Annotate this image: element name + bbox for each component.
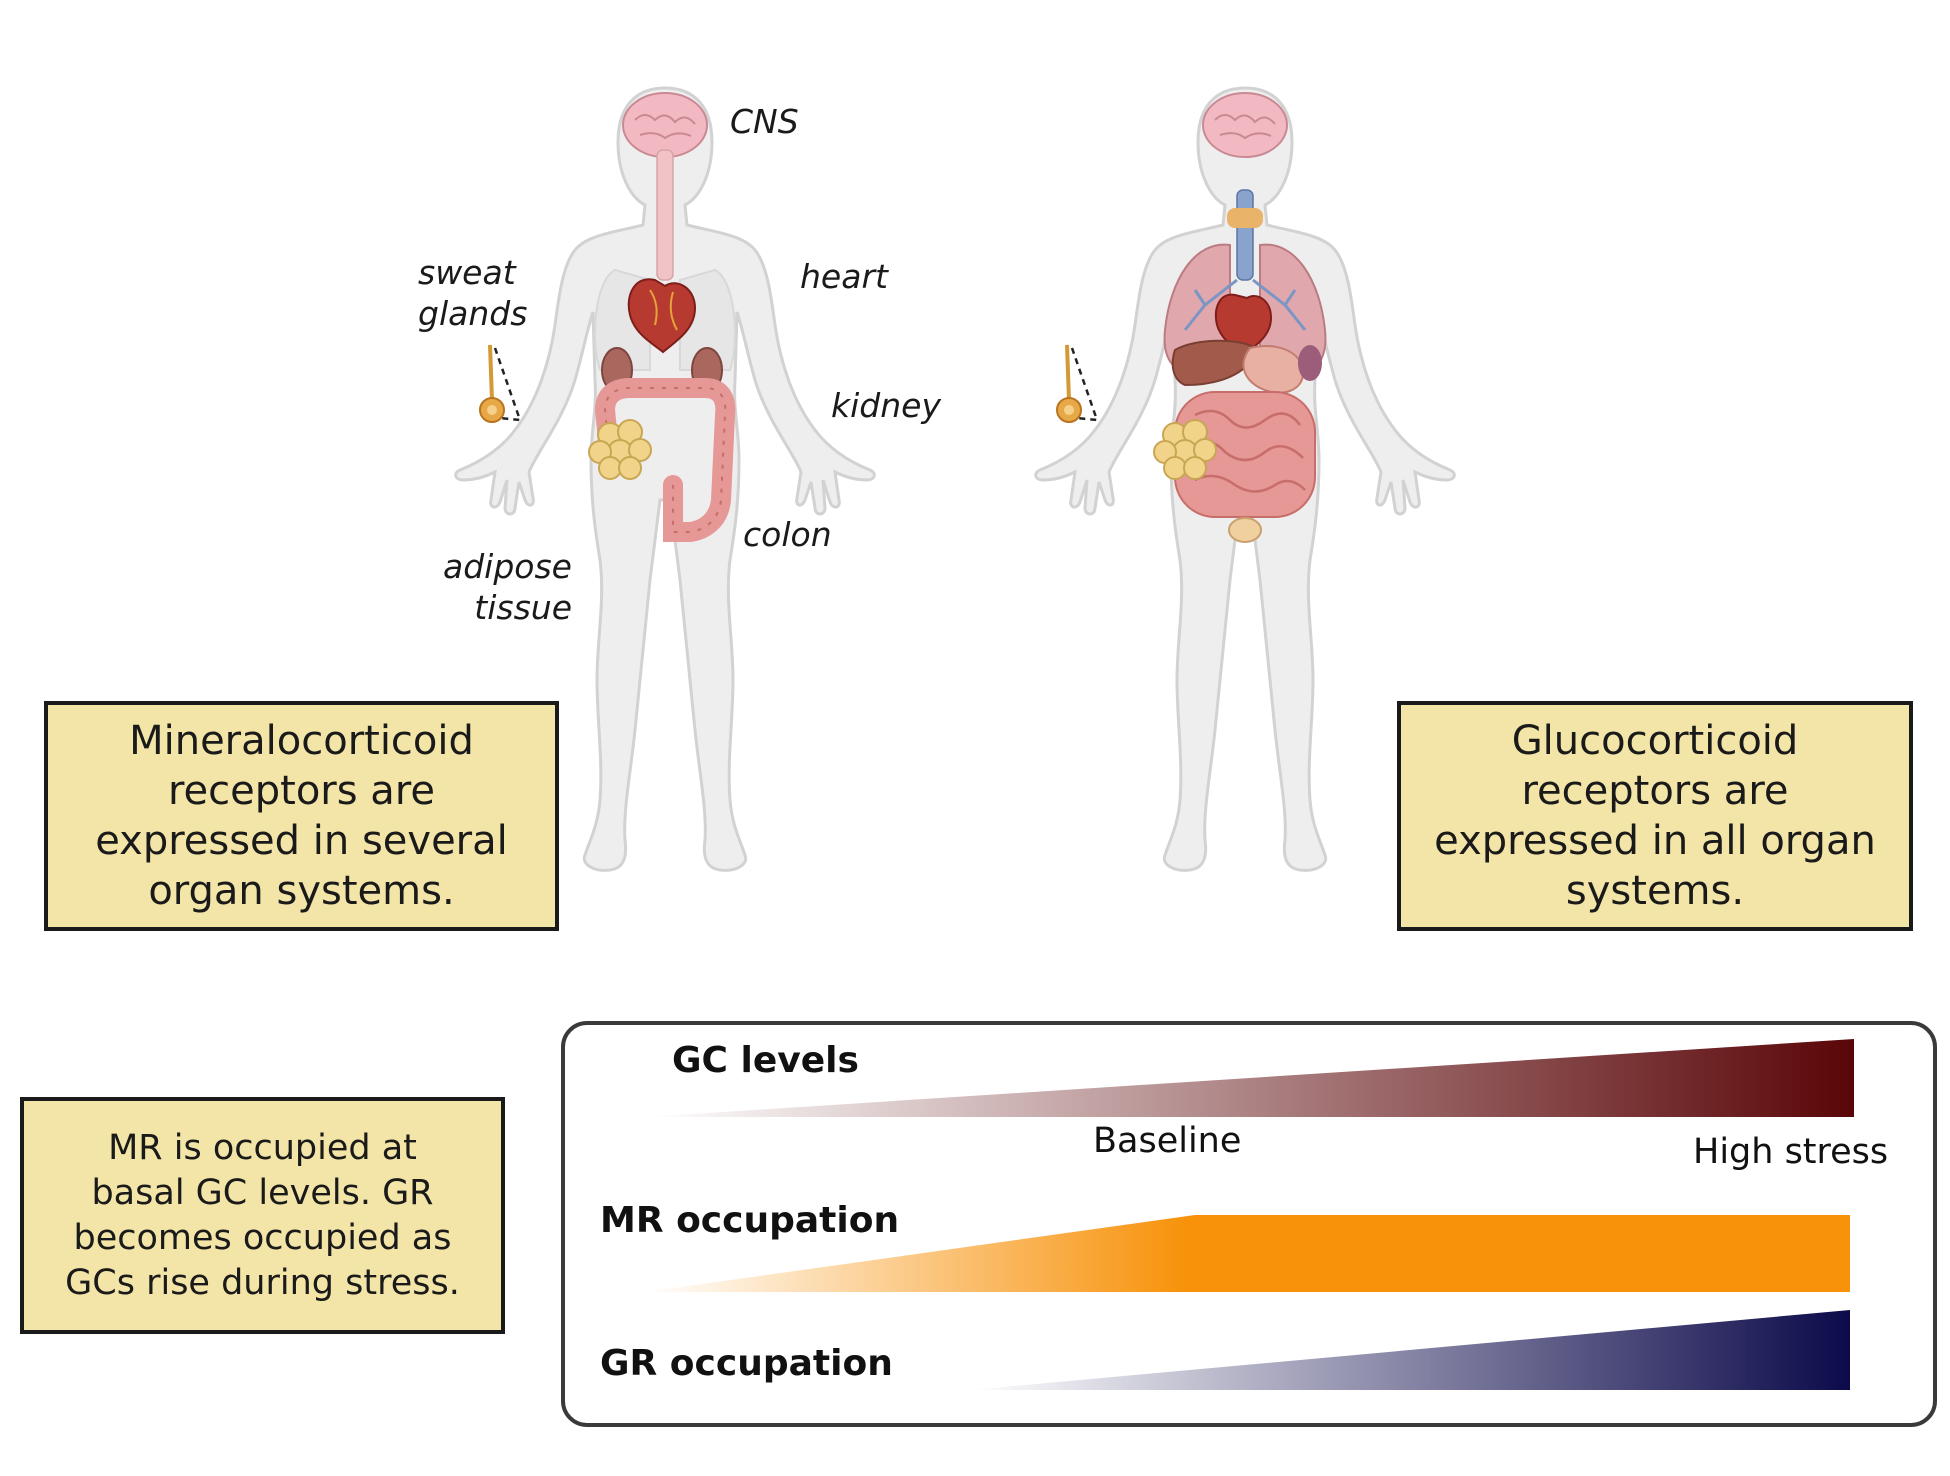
gr-note-line: expressed in all organ — [1434, 818, 1876, 864]
spleen — [1298, 345, 1322, 381]
mr-body-illustration — [454, 86, 876, 872]
mr-note-line: organ systems. — [148, 868, 455, 914]
gr-note-line: Glucocorticoid — [1511, 718, 1799, 764]
label-cns: CNS — [730, 102, 799, 141]
mr-note-line: receptors are — [167, 768, 435, 814]
label-sweat-glands-line2: glands — [418, 294, 528, 333]
brain — [1202, 92, 1288, 158]
label-adipose-line2: tissue — [474, 588, 572, 627]
gr-note-line: systems. — [1565, 868, 1745, 914]
mr-occupation-title: MR occupation — [600, 1200, 900, 1241]
gr-occupation-title: GR occupation — [600, 1343, 893, 1384]
mr-note-line: Mineralocorticoid — [129, 718, 474, 764]
occupancy-note-line: basal GC levels. GR — [91, 1172, 434, 1213]
brain — [622, 92, 708, 158]
occupancy-note-line: MR is occupied at — [108, 1127, 417, 1168]
esophagus — [656, 149, 674, 281]
occupancy-note-line: becomes occupied as — [73, 1217, 452, 1258]
label-adipose-tissue: adipose tissue — [437, 546, 572, 628]
liver — [1171, 339, 1257, 387]
label-colon: colon — [743, 515, 832, 554]
adipose-cluster — [588, 419, 652, 480]
label-sweat-glands: sweat glands — [418, 252, 527, 334]
trachea — [1236, 189, 1254, 281]
high-stress-label: High stress — [1693, 1132, 1889, 1172]
mr-expression-note: Mineralocorticoid receptors are expresse… — [44, 701, 559, 931]
label-kidney: kidney — [831, 386, 941, 425]
thyroid — [1227, 208, 1263, 228]
gr-body-figure — [1025, 80, 1465, 900]
gr-note-line: receptors are — [1521, 768, 1789, 814]
bladder — [1228, 517, 1262, 543]
sweat-gland — [479, 344, 522, 423]
occupancy-note: MR is occupied at basal GC levels. GR be… — [20, 1097, 505, 1334]
sweat-gland — [1056, 344, 1099, 423]
adipose-cluster — [1153, 419, 1217, 480]
label-heart: heart — [800, 257, 888, 296]
gr-expression-note: Glucocorticoid receptors are expressed i… — [1397, 701, 1913, 931]
baseline-label: Baseline — [1093, 1121, 1242, 1161]
label-adipose-line1: adipose — [443, 547, 572, 586]
heart-organ — [627, 278, 697, 354]
gr-body-illustration — [1034, 86, 1456, 872]
mr-note-line: expressed in several — [95, 818, 508, 864]
gc-levels-title: GC levels — [672, 1040, 859, 1081]
stomach — [1242, 345, 1305, 394]
occupancy-note-line: GCs rise during stress. — [65, 1262, 460, 1303]
mr-body-figure — [445, 80, 885, 900]
label-sweat-glands-line1: sweat — [418, 253, 516, 292]
